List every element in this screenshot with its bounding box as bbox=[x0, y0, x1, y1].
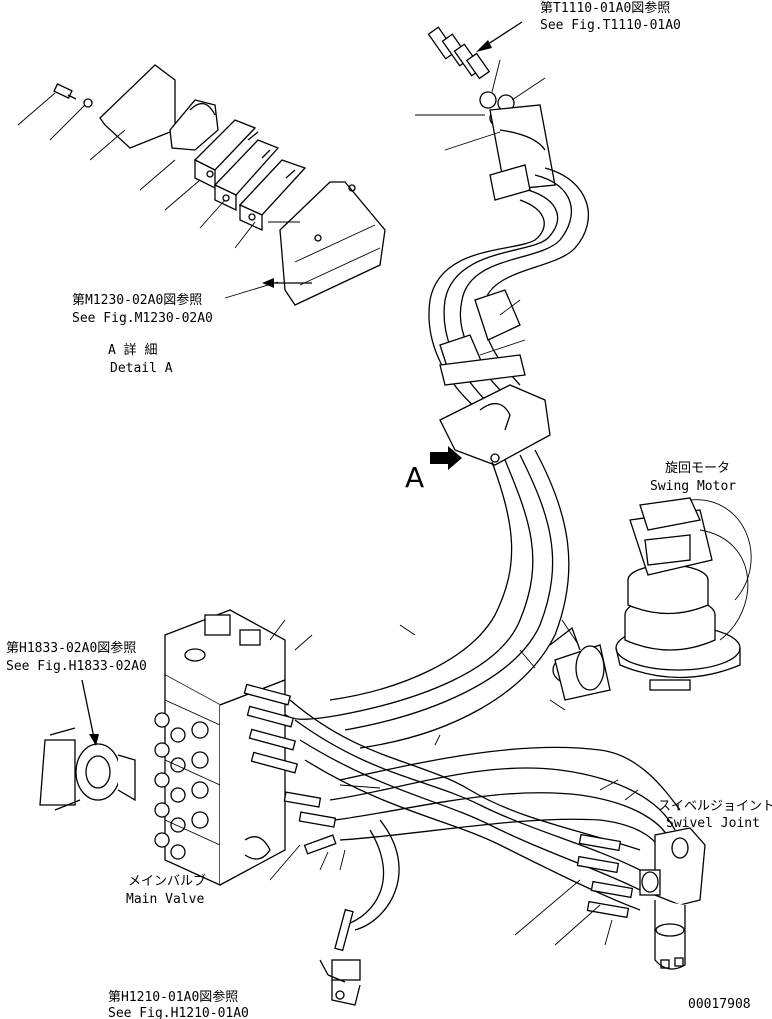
main-valve-en: Main Valve bbox=[126, 892, 204, 907]
bolt bbox=[53, 83, 93, 108]
callout-h1833-jp: 第H1833-02A0図参照 bbox=[6, 640, 136, 656]
frame-plate bbox=[279, 181, 386, 306]
swivel-joint-en: Swivel Joint bbox=[666, 816, 760, 831]
ref-arrows bbox=[81, 21, 523, 983]
callout-t1110-en: See Fig.T1110-01A0 bbox=[540, 18, 681, 33]
callout-h1210-en: See Fig.H1210-01A0 bbox=[108, 1006, 249, 1019]
callout-h1210-jp: 第H1210-01A0図参照 bbox=[108, 989, 238, 1005]
swing-motor-jp: 旋回モータ bbox=[665, 461, 730, 476]
main-valve bbox=[154, 609, 337, 887]
bracket-plate bbox=[99, 64, 176, 149]
valve-hose-fittings bbox=[243, 683, 337, 855]
spool-caps bbox=[154, 712, 209, 860]
ref-part-h1210 bbox=[331, 908, 361, 1006]
clamp-blocks bbox=[193, 119, 307, 232]
detail-a-en: Detail A bbox=[110, 361, 173, 376]
callout-t1110-jp: 第T1110-01A0図参照 bbox=[540, 0, 670, 16]
lower-leaders bbox=[269, 624, 639, 946]
top-fittings bbox=[427, 26, 491, 80]
callout-m1230-jp: 第M1230-02A0図参照 bbox=[72, 292, 202, 308]
view-marker-a: A bbox=[405, 461, 424, 494]
swivel-joint-jp: スイベルジョイント bbox=[658, 799, 772, 814]
swivel-joint bbox=[639, 827, 706, 970]
main-valve-jp: メインバルブ bbox=[128, 873, 206, 889]
hose-bundle-upper bbox=[281, 26, 589, 749]
detail-leaders bbox=[17, 92, 300, 299]
upper-leaders bbox=[415, 59, 546, 356]
detail-a-drawing bbox=[17, 64, 386, 306]
labels: 第T1110-01A0図参照 See Fig.T1110-01A0 第M1230… bbox=[6, 0, 772, 1019]
clamp-block-a bbox=[439, 384, 551, 466]
callout-h1833-en: See Fig.H1833-02A0 bbox=[6, 659, 147, 674]
hose-bundle-lower bbox=[269, 624, 681, 946]
elbow-fittings bbox=[549, 619, 611, 701]
drawing-number: 00017908 bbox=[688, 997, 751, 1012]
swing-motor-en: Swing Motor bbox=[650, 479, 736, 494]
detail-a-jp: A 詳 細 bbox=[108, 342, 157, 358]
valve-leaders bbox=[269, 619, 313, 651]
ref-part-h1833 bbox=[39, 727, 136, 811]
swing-motor bbox=[615, 497, 752, 691]
callout-m1230-en: See Fig.M1230-02A0 bbox=[72, 311, 213, 326]
clamp-body bbox=[169, 99, 219, 151]
view-arrow-a bbox=[430, 446, 462, 470]
